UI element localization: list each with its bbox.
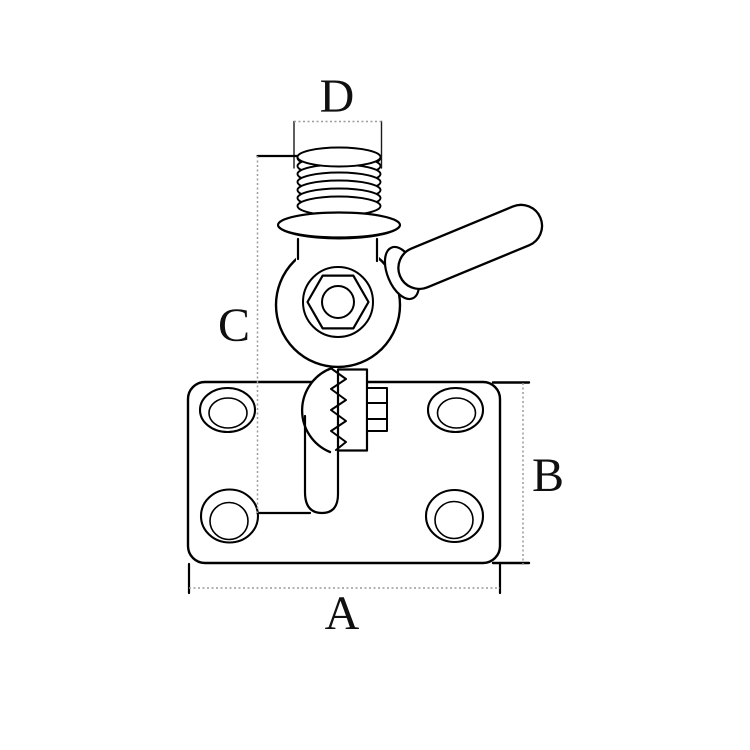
ratchet-teeth [330,368,347,451]
hex-socket [321,285,355,319]
mounting-hole-top-right [426,386,485,434]
mounting-hole-bottom-left [199,488,260,544]
dim-label-c: C [217,299,251,352]
ratchet-clamp-block [336,368,369,452]
mounting-holes [198,386,485,544]
mounting-strap [303,414,340,515]
threaded-stud [296,146,382,217]
hex-bolt [302,266,374,338]
ratchet-disc [300,366,338,454]
dim-label-d: D [319,70,355,123]
dim-label-a: A [324,587,360,640]
mounting-hole-bottom-right [424,488,485,544]
dim-c [256,154,312,515]
flange [276,211,402,240]
dim-d [293,120,383,169]
mounting-hole-top-left [198,386,257,434]
adjustment-tab [366,387,388,432]
dim-label-b: B [531,449,565,502]
clamp-handle [397,203,544,291]
dim-a [187,561,502,595]
